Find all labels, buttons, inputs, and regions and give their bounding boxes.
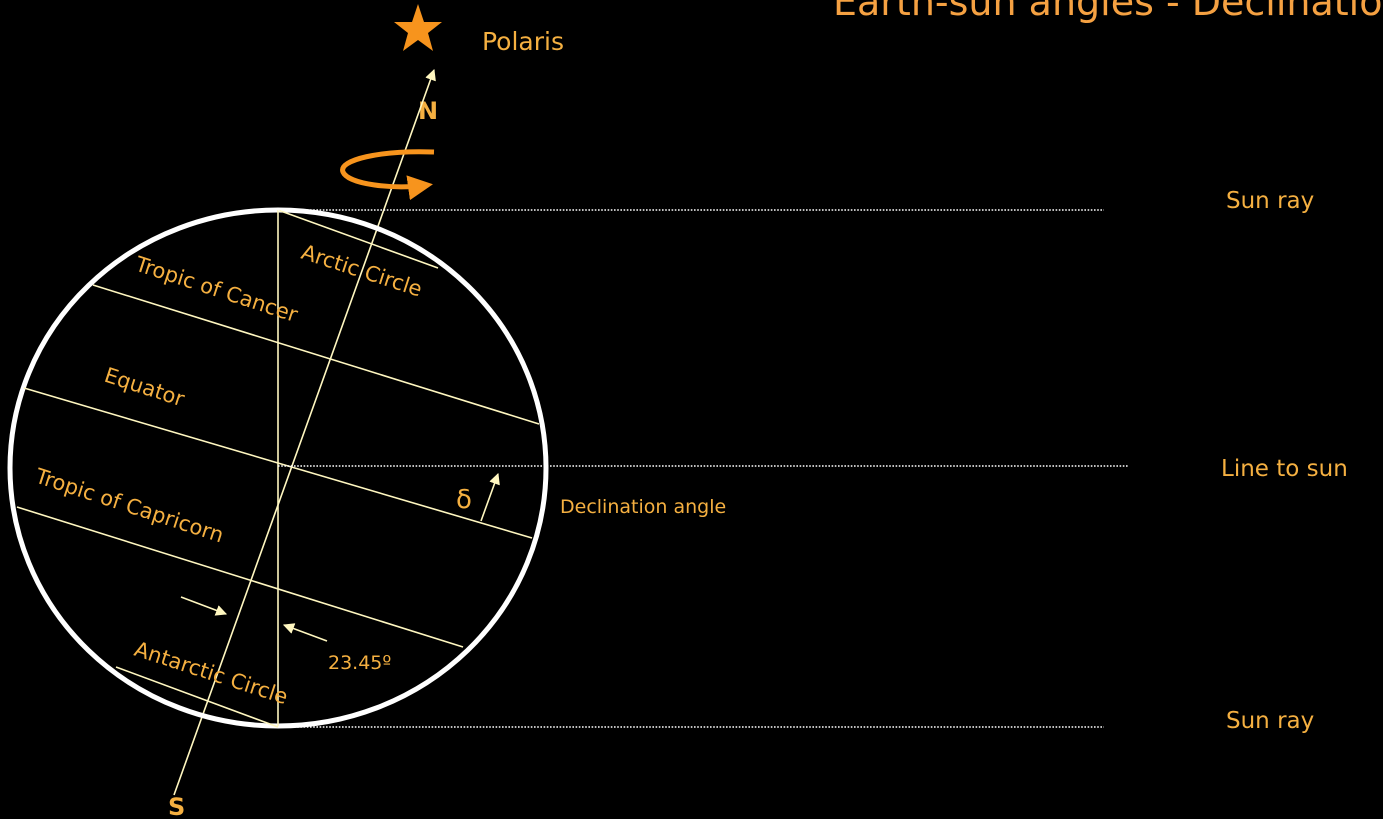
- line-to-sun-label: Line to sun: [1221, 456, 1348, 482]
- earth-axis-line: [173, 68, 436, 796]
- antarctic-circle-line: [115, 666, 279, 728]
- tropic-of-cancer-label: Tropic of Cancer: [132, 252, 301, 327]
- tilt-arrow-left-icon: [180, 596, 228, 616]
- arctic-circle-label: Arctic Circle: [298, 240, 425, 302]
- rotation-arrow-icon: [340, 149, 435, 201]
- diagram-title: Earth-sun angles - Declination: [833, 0, 1383, 24]
- south-label: S: [168, 793, 185, 819]
- equator-line: [23, 387, 533, 539]
- declination-angle-label: Declination angle: [560, 496, 726, 518]
- sun-ray-bottom-label: Sun ray: [1226, 708, 1314, 734]
- polaris-label: Polaris: [482, 27, 564, 56]
- tropic-of-capricorn-line: [16, 506, 464, 648]
- tropic-of-capricorn-label: Tropic of Capricorn: [32, 464, 227, 548]
- north-label: N: [418, 97, 438, 125]
- tilt-arrow-right-icon: [282, 623, 328, 642]
- declination-arrow-icon: [480, 472, 500, 522]
- tropic-of-cancer-line: [92, 284, 540, 425]
- tilt-angle-label: 23.45º: [328, 652, 391, 674]
- equator-label: Equator: [101, 363, 187, 411]
- declination-symbol: δ: [456, 485, 472, 515]
- sun-ray-top-label: Sun ray: [1226, 188, 1314, 214]
- polaris-star-icon: [394, 4, 442, 51]
- arctic-circle-line: [277, 209, 439, 269]
